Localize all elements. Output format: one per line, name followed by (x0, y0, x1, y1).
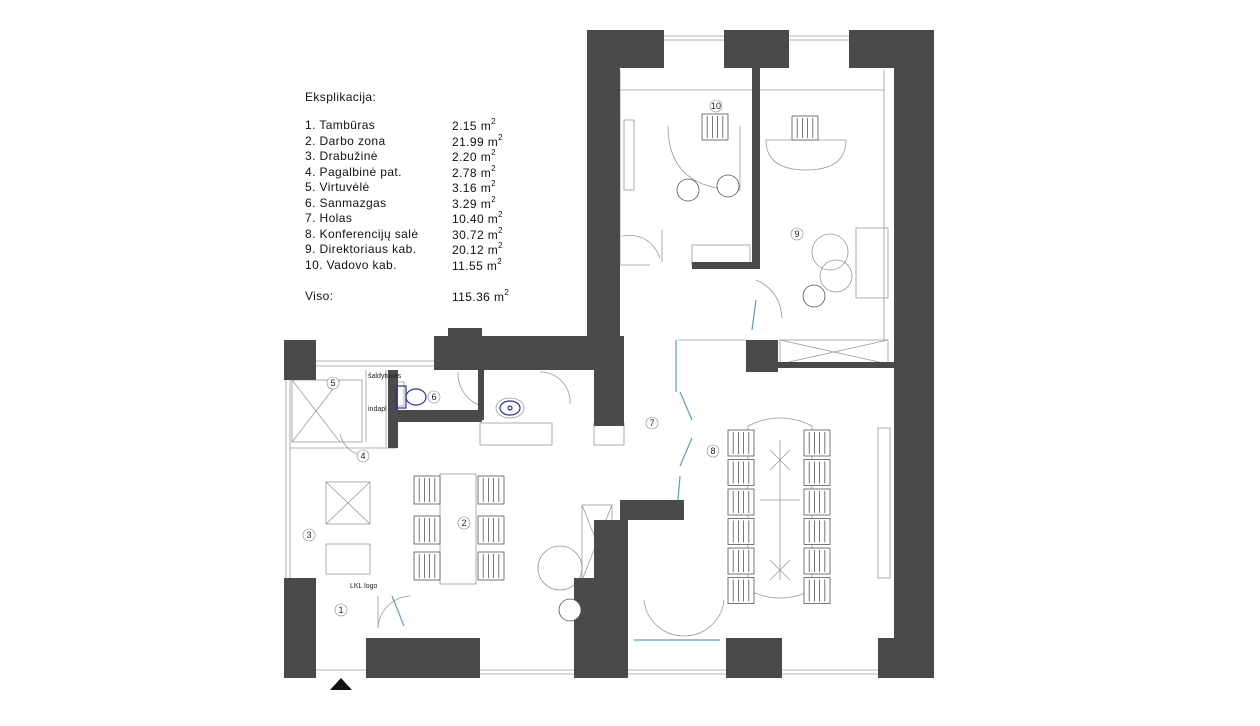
legend-room-area: 10.40 m2 (452, 210, 504, 226)
legend-room-area: 3.16 m2 (452, 179, 496, 195)
room-number-marker: 10 (709, 99, 723, 113)
logo-annotation: LKL logo (350, 583, 377, 590)
chair-icon (477, 515, 505, 545)
room-number: 2 (461, 518, 466, 528)
legend-room-name: 10. Vadovo kab. (305, 257, 397, 272)
legend-room-name: 8. Konferencijų salė (305, 226, 419, 241)
legend-row: 7. Holas 10.40 m2 (305, 210, 503, 227)
walls (284, 30, 934, 678)
room-number-marker: 1 (334, 603, 348, 617)
legend-room-name: 2. Darbo zona (305, 133, 386, 148)
legend-room-area: 2.20 m2 (452, 148, 496, 164)
legend-room-name: 1. Tambūras (305, 118, 376, 132)
chair-icon (803, 518, 831, 545)
room-number: 7 (649, 418, 654, 428)
legend-total-label: Viso: (305, 289, 334, 303)
entrance-arrow-icon (330, 678, 352, 690)
round-chair-icon (558, 598, 582, 622)
legend-room-name: 5. Virtuvėlė (305, 180, 370, 194)
chair-icon (477, 475, 505, 505)
chair-icon (803, 429, 831, 457)
chair-icon (803, 547, 831, 575)
legend-row: 3. Drabužinė 2.20 m2 (305, 148, 496, 165)
room-number: 9 (794, 229, 799, 239)
room-number-marker: 4 (356, 449, 370, 463)
legend-room-area: 3.29 m2 (452, 194, 496, 211)
glass-partitions (391, 299, 757, 641)
chair-icon (727, 488, 755, 516)
round-chair-icon (676, 178, 700, 202)
chair-icon (413, 475, 441, 505)
room-markers: 1 2 3 4 5 6 7 8 9 10 (302, 99, 804, 617)
dish-annotation: indapl (368, 406, 387, 413)
chair-icon (413, 515, 441, 545)
legend-room-area: 30.72 m2 (452, 225, 504, 242)
room-number-marker: 6 (427, 390, 441, 404)
room-number-marker: 5 (326, 376, 340, 390)
thin-lines (285, 35, 891, 675)
legend-room-area: 2.78 m2 (452, 163, 496, 180)
legend-room-name: 9. Direktoriaus kab. (305, 242, 417, 256)
room-number-marker: 2 (457, 516, 471, 530)
chair-icon (477, 551, 505, 581)
legend-room-area: 11.55 m2 (452, 256, 503, 273)
legend-room-name: 3. Drabužinė (305, 149, 378, 163)
room-number: 10 (711, 101, 721, 111)
chair-icon (727, 459, 755, 486)
room-number: 5 (330, 378, 335, 388)
chair-icon (413, 551, 441, 581)
legend-row: 5. Virtuvėlė 3.16 m2 (305, 179, 496, 196)
room-number: 8 (710, 446, 715, 456)
legend-room-name: 4. Pagalbinė pat. (305, 164, 402, 179)
chair-icon (727, 429, 755, 457)
legend-row: 8. Konferencijų salė 30.72 m2 (305, 226, 503, 243)
fridge-annotation: šaldytuvas (368, 373, 402, 380)
chair-icon (727, 577, 755, 604)
legend-room-area: 21.99 m2 (452, 132, 504, 149)
toilet-icon (395, 385, 521, 416)
room-number: 4 (360, 451, 365, 461)
legend-row: 10. Vadovo kab. 11.55 m2 (305, 257, 502, 274)
room-number-marker: 3 (302, 528, 316, 542)
chair-icon (701, 113, 729, 141)
room-number-marker: 8 (706, 444, 720, 458)
chair-icon (803, 488, 831, 516)
legend-room-name: 6. Sanmazgas (305, 195, 387, 210)
round-chair-icon (716, 174, 740, 198)
legend-row: 2. Darbo zona 21.99 m2 (305, 133, 503, 150)
legend-row: 9. Direktoriaus kab. 20.12 m2 (305, 241, 503, 258)
chair-icon (791, 115, 819, 141)
legend-room-name: 7. Holas (305, 211, 353, 225)
chair-icon (727, 547, 755, 575)
legend-row: 1. Tambūras 2.15 m2 (305, 117, 496, 134)
chair-icon (803, 459, 831, 486)
room-number: 3 (306, 530, 311, 540)
chairs (413, 113, 831, 622)
legend-title: Eksplikacija: (305, 90, 377, 104)
room-number-marker: 7 (645, 416, 659, 430)
legend-total: Viso: 115.36 m2 (305, 288, 509, 305)
legend-row: 4. Pagalbinė pat. 2.78 m2 (305, 164, 496, 181)
chair-icon (803, 577, 831, 604)
room-number-marker: 9 (790, 227, 804, 241)
room-number: 1 (338, 605, 343, 615)
legend-room-area: 20.12 m2 (452, 241, 504, 257)
round-chair-icon (802, 284, 826, 308)
legend-room-area: 2.15 m2 (452, 117, 496, 133)
legend-total-area: 115.36 m2 (452, 288, 510, 304)
chair-icon (727, 518, 755, 545)
legend-row: 6. Sanmazgas 3.29 m2 (305, 195, 496, 212)
room-number: 6 (431, 392, 436, 402)
